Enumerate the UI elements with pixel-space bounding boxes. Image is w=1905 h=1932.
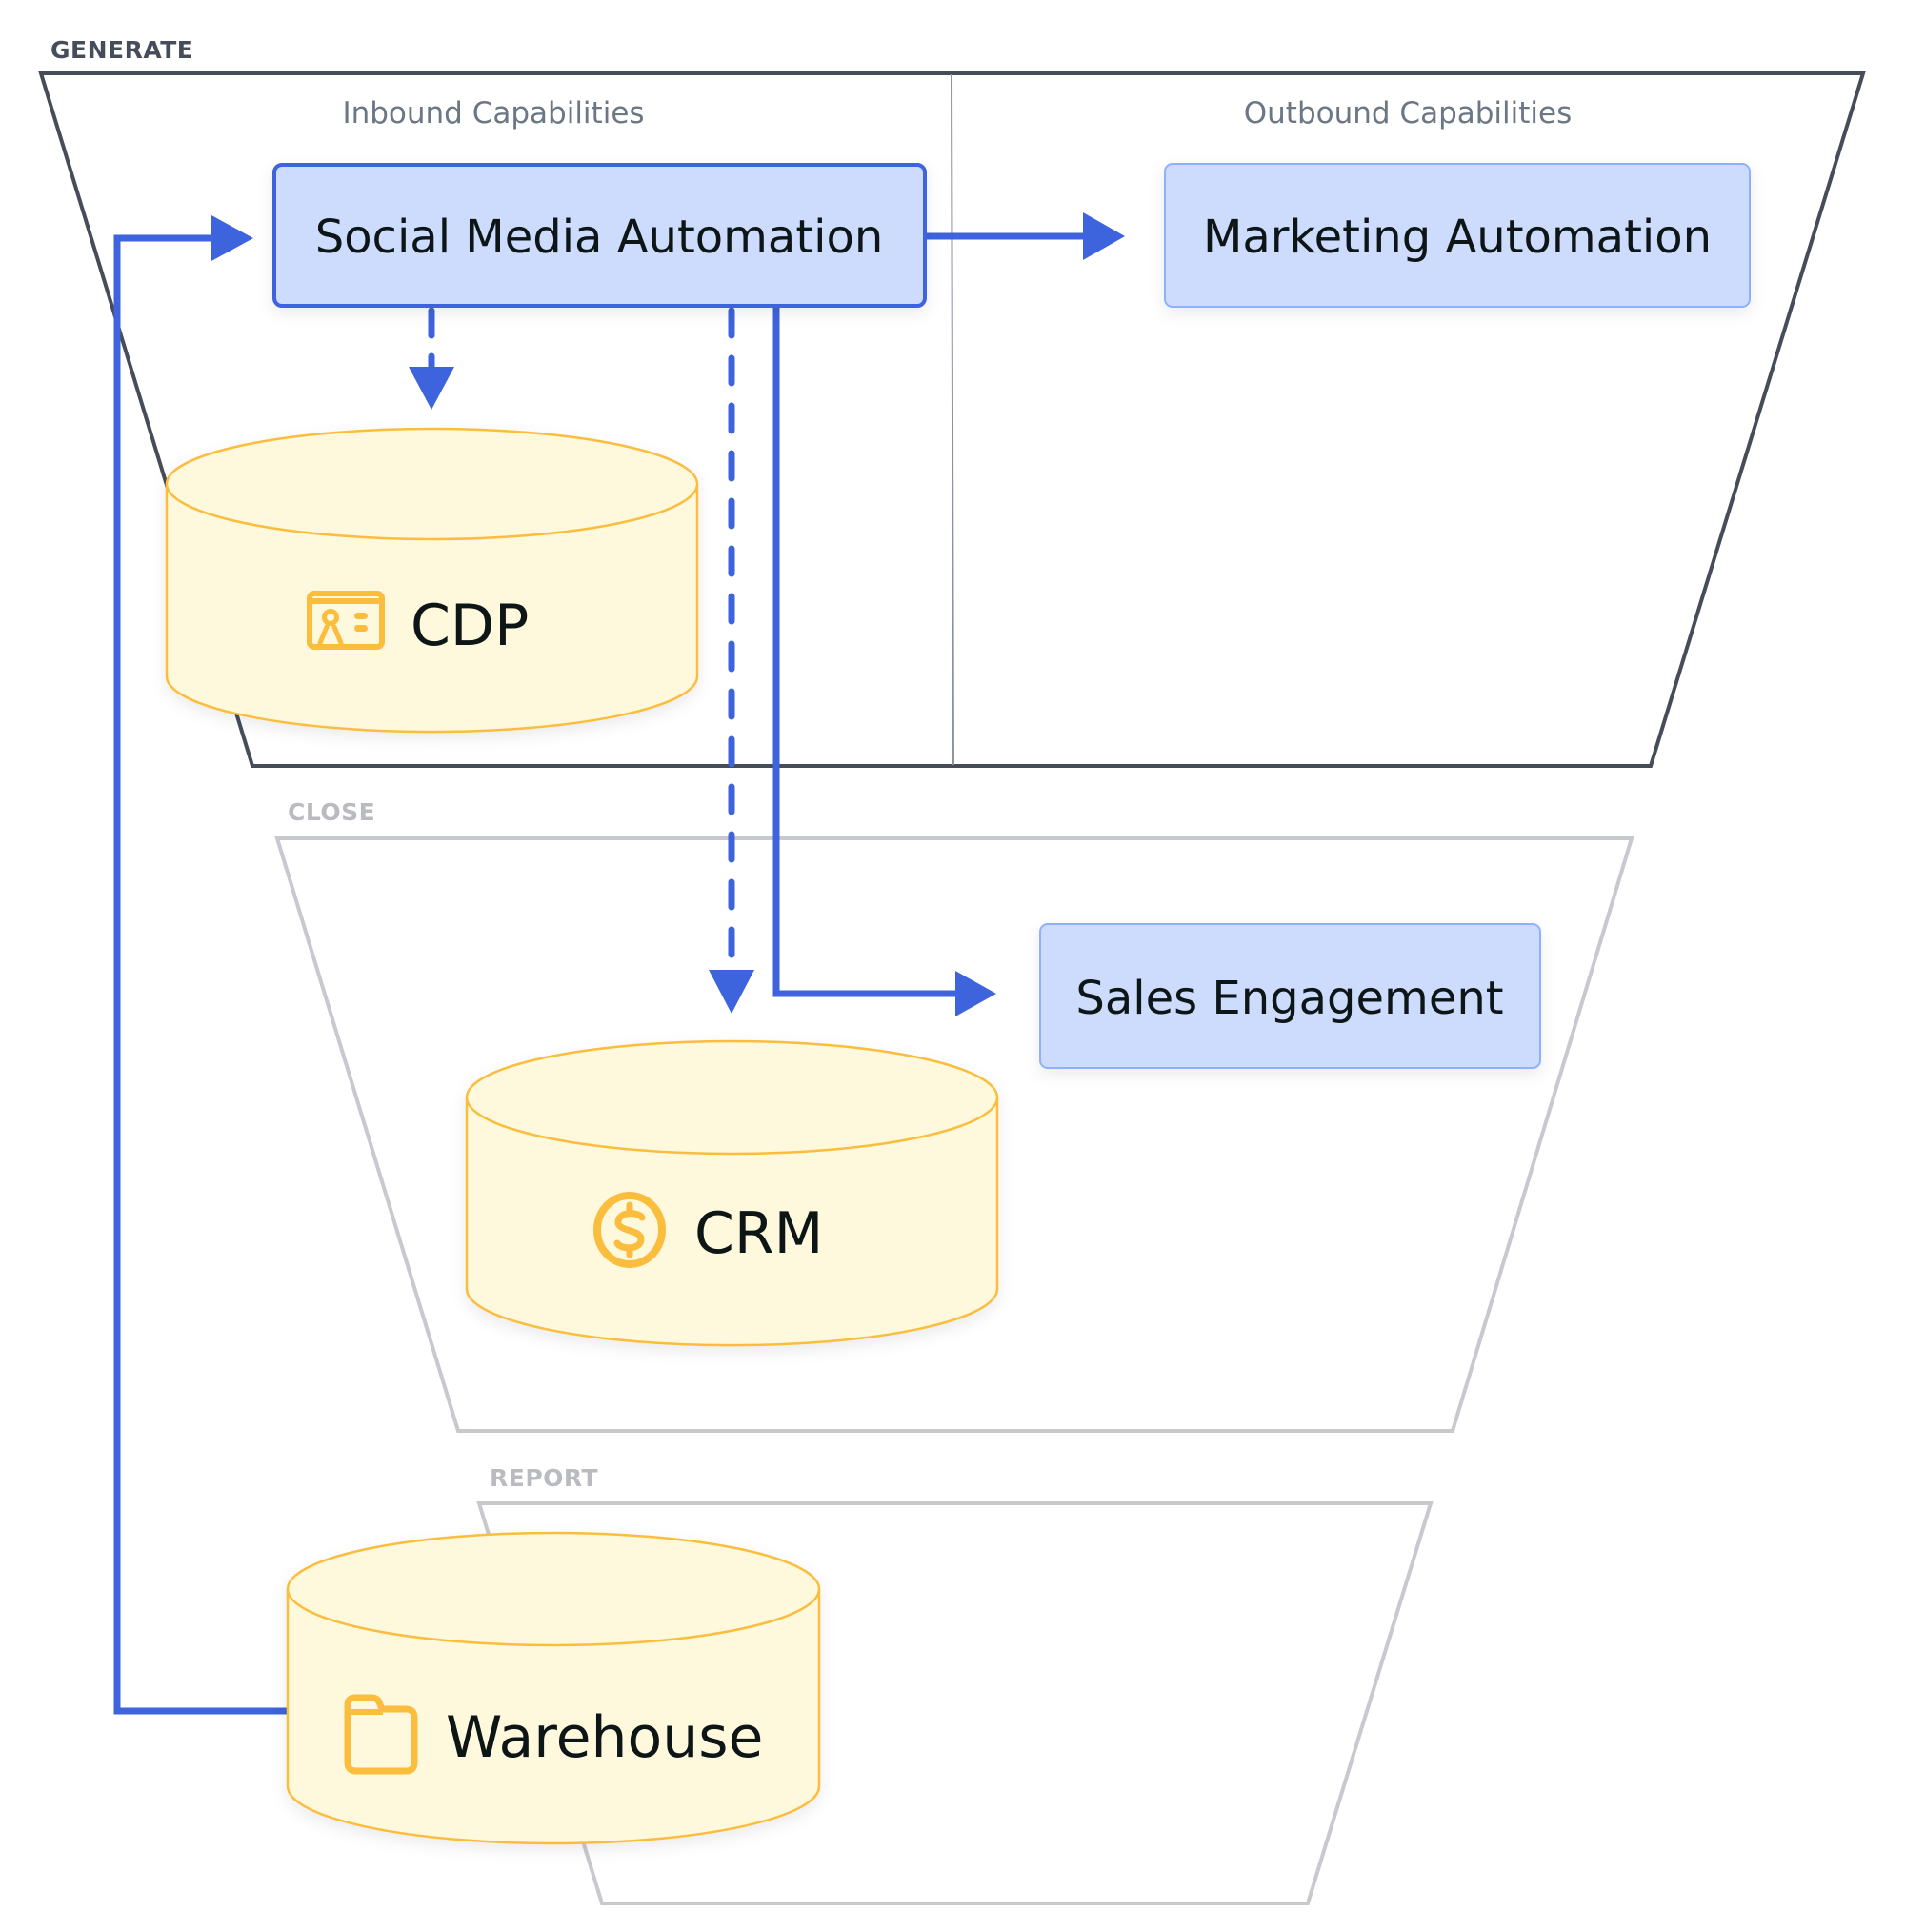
node-label: Sales Engagement <box>1075 972 1503 1025</box>
node-label: Marketing Automation <box>1203 211 1712 264</box>
capability-divider <box>951 73 954 766</box>
db-label: CRM <box>694 1200 823 1267</box>
edge-social-to-sales[interactable] <box>772 307 962 997</box>
dollar-coin-icon <box>593 1192 666 1268</box>
db-cdp[interactable]: CDP <box>165 427 699 734</box>
db-warehouse[interactable]: Warehouse <box>286 1531 821 1845</box>
node-social-media-automation[interactable]: Social Media Automation <box>272 163 927 308</box>
arrowhead-icon <box>409 367 454 410</box>
node-marketing-automation[interactable]: Marketing Automation <box>1164 163 1751 308</box>
stage-label-generate: GENERATE <box>50 36 193 64</box>
outbound-capabilities-label: Outbound Capabilities <box>1244 96 1573 131</box>
arrowhead-icon <box>211 215 253 261</box>
node-sales-engagement[interactable]: Sales Engagement <box>1039 923 1541 1069</box>
folder-icon <box>344 1694 418 1775</box>
node-label: Social Media Automation <box>315 211 884 264</box>
arrowhead-icon <box>1083 212 1125 260</box>
db-label: CDP <box>411 593 529 659</box>
arrowhead-icon <box>709 970 754 1014</box>
edges <box>113 212 1125 1715</box>
db-crm[interactable]: CRM <box>465 1039 999 1347</box>
edge-warehouse-to-social[interactable] <box>113 234 288 1715</box>
db-label: Warehouse <box>446 1704 763 1771</box>
arrowhead-icon <box>955 971 996 1016</box>
stage-label-close: CLOSE <box>288 798 375 826</box>
contact-card-icon <box>307 591 385 650</box>
inbound-capabilities-label: Inbound Capabilities <box>342 96 644 131</box>
stage-label-report: REPORT <box>490 1464 598 1492</box>
